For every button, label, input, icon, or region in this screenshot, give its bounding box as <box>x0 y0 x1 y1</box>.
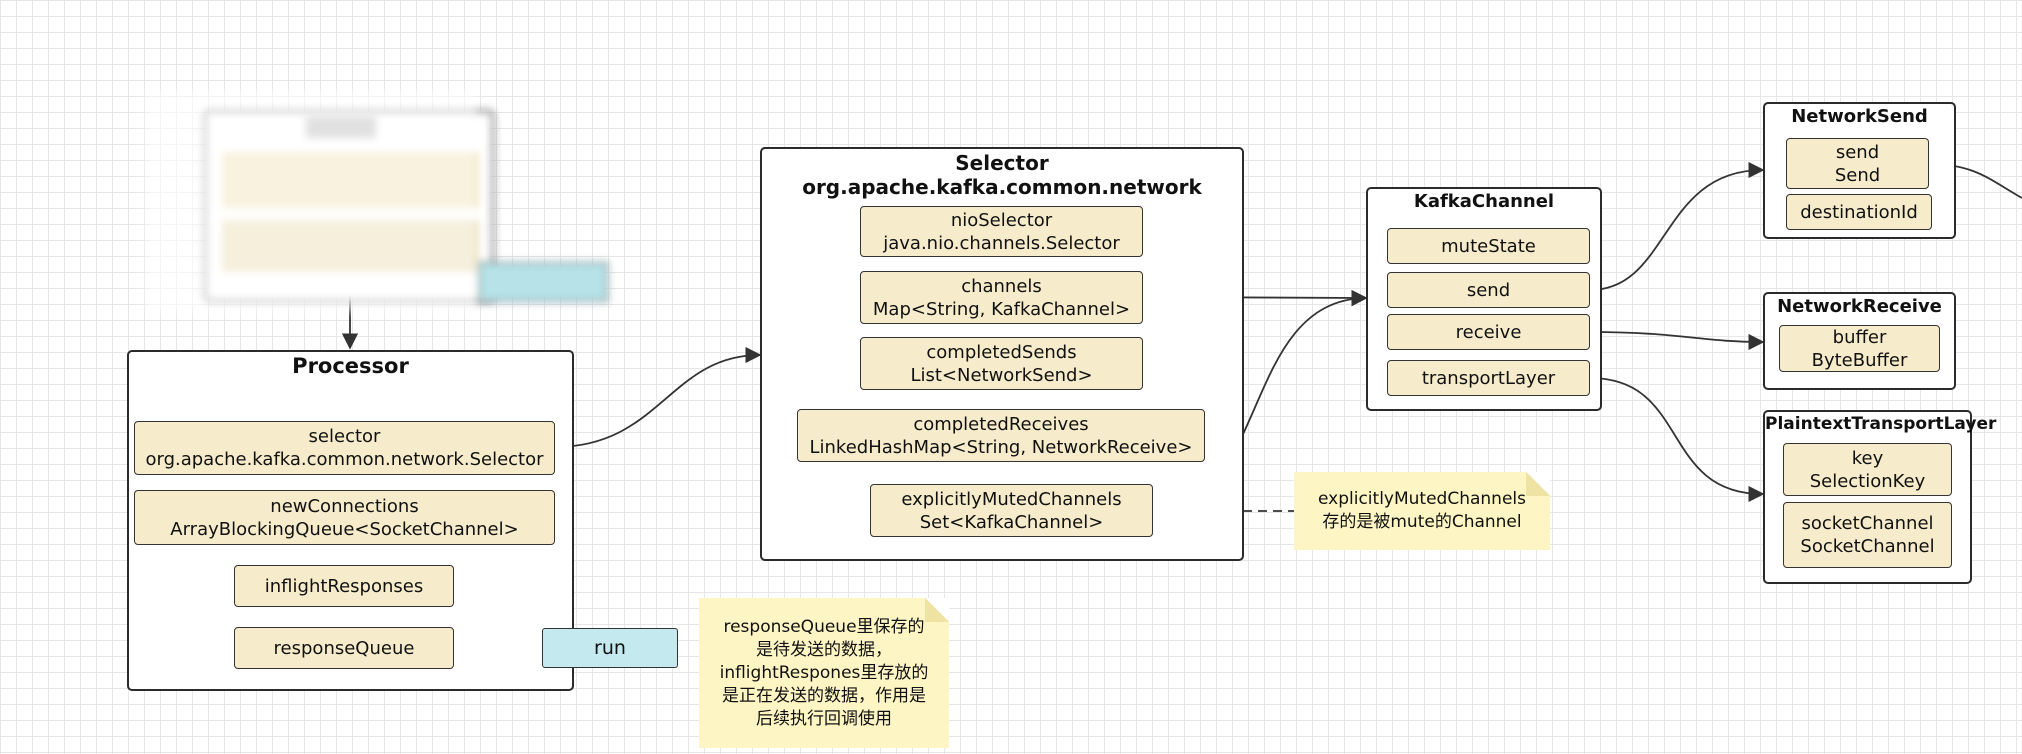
field-name: newConnections <box>270 495 419 517</box>
edge-send-networksend <box>1589 161 1765 291</box>
plaintexttransportlayer-field-socketchannel: socketChannel SocketChannel <box>1783 502 1952 568</box>
selector-field-completedreceives: completedReceives LinkedHashMap<String, … <box>797 409 1205 462</box>
field-type: List<NetworkSend> <box>910 364 1093 386</box>
field-name: socketChannel <box>1801 513 1934 534</box>
processor-field-responsequeue: responseQueue <box>234 627 454 669</box>
field-type: SelectionKey <box>1809 470 1926 492</box>
selector-field-channels: channels Map<String, KafkaChannel> <box>860 271 1143 324</box>
note-response-queue: responseQueue里保存的 是待发送的数据， inflightRespo… <box>699 598 949 748</box>
edge-processor-selector <box>554 346 762 448</box>
field-name: muteState <box>1441 235 1536 257</box>
obscured-haze <box>146 92 476 312</box>
plaintexttransportlayer-title: PlaintextTransportLayer <box>1765 414 1997 434</box>
note-line: 是待发送的数据， <box>756 639 892 660</box>
note-line: 是正在发送的数据，作用是 <box>722 685 926 706</box>
selector-field-explicitlymutedchannels: explicitlyMutedChannels Set<KafkaChannel… <box>870 484 1153 537</box>
note-line: explicitlyMutedChannels <box>1318 489 1526 509</box>
note-line: inflightRespones里存放的 <box>719 662 929 683</box>
kafkachannel-field-send: send <box>1387 272 1590 308</box>
field-name: buffer <box>1832 326 1887 348</box>
selector-title: Selector <box>955 151 1049 175</box>
networkreceive-title: NetworkReceive <box>1777 296 1942 317</box>
processor-field-inflightresponses: inflightResponses <box>234 565 454 607</box>
selector-field-completedsends: completedSends List<NetworkSend> <box>860 337 1143 390</box>
field-type: ByteBuffer <box>1811 349 1908 371</box>
kafkachannel-title: KafkaChannel <box>1413 191 1555 212</box>
selector-field-nioselector: nioSelector java.nio.channels.Selector <box>860 206 1143 257</box>
field-name: completedSends <box>926 341 1077 363</box>
field-name: channels <box>961 275 1042 297</box>
kafkachannel-field-mutestate: muteState <box>1387 228 1590 264</box>
field-name: send <box>1835 141 1880 163</box>
note-line: 后续执行回调使用 <box>756 708 892 729</box>
note-muted-channels: explicitlyMutedChannels 存的是被mute的Channel <box>1294 472 1550 550</box>
note-fold-icon <box>925 598 949 622</box>
note-line: responseQueue里保存的 <box>723 616 925 637</box>
field-type: java.nio.channels.Selector <box>883 232 1120 254</box>
field-name: receive <box>1455 321 1522 343</box>
networksend-field-destinationid: destinationId <box>1786 194 1932 230</box>
processor-title: Processor <box>292 354 409 378</box>
networksend-title: NetworkSend <box>1791 106 1928 127</box>
kafkachannel-field-receive: receive <box>1387 314 1590 350</box>
networkreceive-field-buffer: buffer ByteBuffer <box>1779 325 1940 372</box>
field-type: org.apache.kafka.common.network.Selector <box>145 449 544 470</box>
field-name: completedReceives <box>913 413 1089 435</box>
field-name: explicitlyMutedChannels <box>901 488 1122 510</box>
processor-field-newconnections: newConnections ArrayBlockingQueue<Socket… <box>134 490 555 545</box>
note-fold-icon <box>1526 472 1550 496</box>
field-name: transportLayer <box>1421 367 1556 389</box>
field-type: Set<KafkaChannel> <box>919 511 1104 533</box>
edge-receive-networkreceive <box>1589 331 1765 351</box>
field-name: nioSelector <box>950 209 1053 231</box>
field-type: Send <box>1834 164 1881 186</box>
networksend-field-send: send Send <box>1786 138 1929 189</box>
field-name: inflightResponses <box>264 575 424 597</box>
field-type: ArrayBlockingQueue<SocketChannel> <box>170 518 519 540</box>
processor-field-selector: selector org.apache.kafka.common.network… <box>134 421 555 475</box>
selector-subtitle: org.apache.kafka.common.network <box>802 175 1202 199</box>
plaintexttransportlayer-field-key: key SelectionKey <box>1783 443 1952 496</box>
field-type: SocketChannel <box>1800 536 1935 557</box>
processor-method-run: run <box>542 628 678 668</box>
field-name: key <box>1851 447 1884 469</box>
field-type: Map<String, KafkaChannel> <box>872 298 1131 320</box>
field-type: LinkedHashMap<String, NetworkReceive> <box>809 436 1193 458</box>
kafkachannel-field-transportlayer: transportLayer <box>1387 360 1590 396</box>
field-name: responseQueue <box>273 637 415 659</box>
field-name: selector <box>308 426 381 447</box>
field-name: destinationId <box>1800 201 1918 223</box>
obscured-method <box>478 262 608 302</box>
edge-transport-plaintext <box>1589 377 1765 503</box>
field-name: send <box>1466 279 1511 301</box>
obscured-class-box <box>146 92 608 312</box>
note-line: 存的是被mute的Channel <box>1322 512 1522 532</box>
